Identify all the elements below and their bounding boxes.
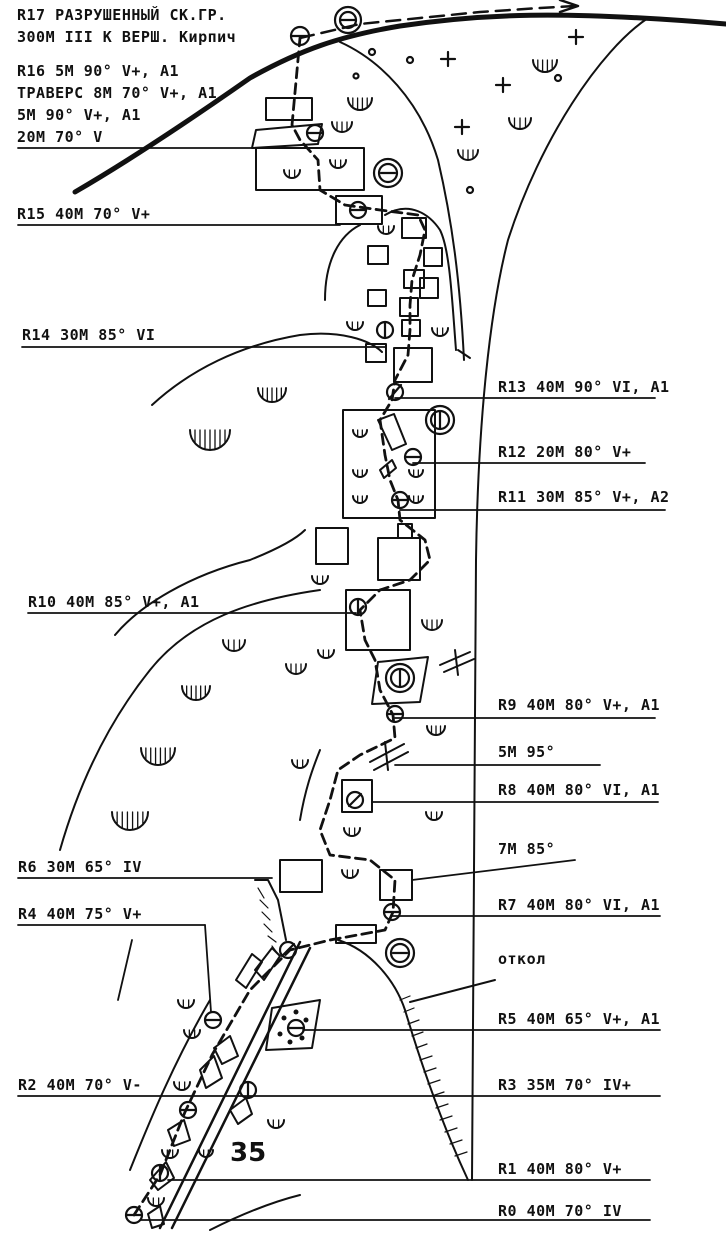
crossing-marks — [369, 413, 475, 771]
ridge-line — [72, 12, 726, 195]
left-slope-5 — [384, 207, 457, 351]
overhang-symbols — [111, 59, 558, 1207]
label-r1: R1 40М 80° V+ — [498, 1160, 622, 1178]
label-7m: 7М 85° — [498, 840, 556, 858]
right-buttress-outline — [471, 17, 649, 1181]
route-number: 35 — [230, 1138, 267, 1168]
overhang-arc — [343, 827, 361, 837]
lower-rib-hatching — [257, 887, 279, 955]
label-r10: R10 40М 85° V+, A1 — [28, 593, 200, 611]
label-r16-c: 5М 90° V+, A1 — [17, 106, 141, 124]
ridge-trail — [298, 4, 577, 40]
overhang-arc — [147, 1197, 165, 1207]
overhang-arc — [425, 811, 443, 821]
overhang-arc — [377, 225, 395, 235]
otkol-hatching — [399, 995, 468, 1157]
left-slope-6 — [299, 749, 321, 821]
label-r8: R8 40М 80° VI, A1 — [498, 781, 661, 799]
label-r7: R7 40М 80° VI, A1 — [498, 896, 661, 914]
gravel-dots — [277, 1009, 309, 1045]
overhang-arc — [532, 59, 558, 73]
lower-slope-base — [129, 999, 301, 1231]
left-slope-1 — [151, 332, 383, 406]
rock-blocks — [251, 97, 443, 944]
overhang-arc — [140, 747, 176, 766]
overhang-arc — [347, 97, 373, 111]
label-r16-d: 20М 70° V — [17, 128, 103, 146]
overhang-arc — [329, 159, 347, 169]
inner-buttress-line — [457, 349, 471, 359]
label-r12: R12 20М 80° V+ — [498, 443, 632, 461]
overhang-arc — [352, 469, 368, 478]
overhang-arc — [283, 169, 301, 179]
label-r6: R6 30М 65° IV — [18, 858, 142, 876]
overhang-arc — [173, 1081, 191, 1091]
leader-lines — [17, 147, 666, 1221]
overhang-arc — [111, 811, 149, 831]
label-r4: R4 40М 75° V+ — [18, 905, 142, 923]
belay-stations — [124, 25, 423, 1225]
label-r5: R5 40М 65° V+, A1 — [498, 1010, 661, 1028]
lower-rib-outline — [254, 879, 287, 941]
label-r0: R0 40М 70° IV — [498, 1202, 622, 1220]
overhang-arc — [317, 649, 335, 659]
otkol-leader — [409, 979, 496, 1003]
scree-symbols — [352, 28, 585, 195]
overhang-arc — [408, 495, 424, 504]
header-line-1: R17 РАЗРУШЕННЫЙ СК.ГР. — [17, 6, 227, 24]
overhang-arc — [267, 1119, 285, 1129]
overhang-arc — [352, 429, 368, 438]
left-slope-2 — [324, 224, 361, 301]
label-r16-b: ТРАВЕРС 8М 70° V+, A1 — [17, 84, 218, 102]
label-r14: R14 30М 85° VI — [22, 326, 156, 344]
belay-r13 — [385, 382, 405, 402]
label-r13: R13 40М 90° VI, A1 — [498, 378, 670, 396]
trail-arrow-icon — [558, 0, 580, 14]
belay-r8 — [345, 790, 365, 810]
label-r11: R11 30М 85° V+, A2 — [498, 488, 670, 506]
lower-blocks — [147, 947, 321, 1229]
right-gully-line — [339, 41, 465, 361]
overhang-arc — [291, 759, 309, 769]
header-line-2: 300М III К ВЕРШ. Кирпич — [17, 28, 237, 46]
overhang-arc — [311, 575, 329, 585]
label-r2: R2 40М 70° V- — [18, 1076, 142, 1094]
overhang-arc — [352, 495, 368, 504]
otkol-outline — [337, 939, 469, 1181]
overhang-arc — [161, 1149, 179, 1159]
label-r3: R3 35М 70° IV+ — [498, 1076, 632, 1094]
overhang-arc — [198, 1149, 214, 1158]
overhang-arc — [183, 1029, 201, 1039]
overhang-arc — [341, 869, 359, 879]
overhang-arc — [346, 321, 364, 331]
gravel-patch — [265, 999, 321, 1051]
overhang-arc — [177, 999, 195, 1009]
crack-line-a — [158, 940, 302, 1230]
label-r15: R15 40М 70° V+ — [17, 205, 151, 223]
label-r16-a: R16 5М 90° V+, A1 — [17, 62, 180, 80]
left-slope-4 — [114, 529, 306, 636]
label-otkol: откол — [498, 950, 546, 968]
label-r9: R9 40М 80° V+, A1 — [498, 696, 661, 714]
bivouac-symbols — [333, 5, 456, 969]
overhang-arc — [431, 327, 449, 337]
overhang-arc — [408, 469, 424, 478]
label-5m: 5М 95° — [498, 743, 556, 761]
belay-r6 — [278, 940, 298, 960]
left-slope-3 — [59, 589, 321, 851]
